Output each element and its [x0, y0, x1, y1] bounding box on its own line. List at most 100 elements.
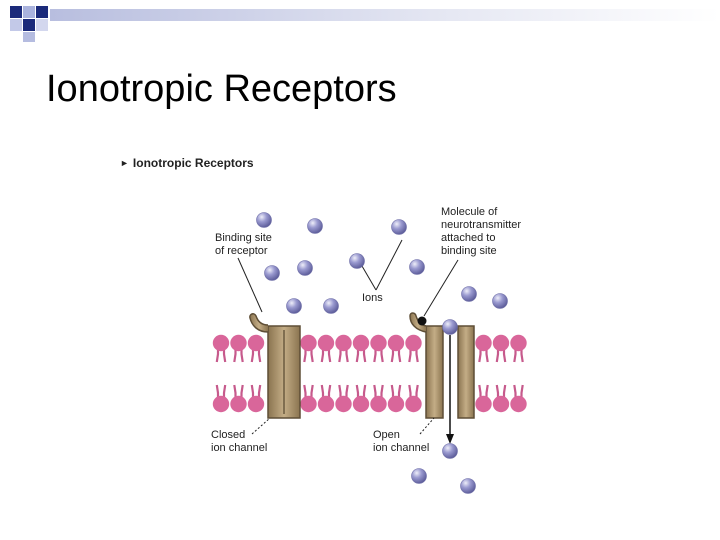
ion: [409, 259, 425, 275]
lipid-tail: [520, 349, 524, 363]
lipid-tail: [233, 384, 237, 398]
lipid-tail: [257, 384, 262, 398]
lipid-tail: [408, 384, 412, 398]
lipid-tail: [222, 349, 227, 363]
open-ion-channel: [409, 312, 475, 444]
figure-heading: ►Ionotropic Receptors: [120, 156, 254, 170]
lipid-tail: [397, 384, 402, 398]
lipid-tail: [373, 384, 377, 398]
lipid-tail: [380, 349, 384, 363]
lipid-head: [405, 334, 422, 352]
closed-binding-site: [249, 313, 269, 333]
lipid-tail: [338, 384, 342, 398]
lipid-head: [247, 334, 265, 352]
label-pointers: [237, 239, 459, 435]
lipid-tail: [310, 384, 314, 398]
lipid-tail: [415, 384, 419, 398]
lipid-head: [335, 334, 352, 352]
ion: [297, 260, 313, 276]
ion: [391, 219, 407, 235]
lipid-tail: [495, 349, 500, 363]
lipid-tail: [222, 384, 227, 398]
lipid-tail: [397, 349, 402, 363]
lipid-tail: [415, 349, 419, 363]
lipid-head: [352, 395, 370, 413]
lipid-head: [475, 395, 492, 413]
lipid-head: [247, 395, 265, 413]
binding-site-label-line: Binding site: [215, 232, 272, 244]
lipid-tail: [478, 349, 482, 363]
lipid-head: [387, 395, 405, 413]
lipid-tail: [303, 349, 307, 363]
ions-label: Ions: [362, 292, 383, 304]
lipid-tail: [355, 349, 360, 363]
lipid-head: [212, 334, 230, 352]
lipid-tail: [502, 349, 507, 363]
lipid-head: [300, 395, 317, 413]
bullet-triangle-icon: ►: [120, 158, 129, 168]
binding-site-label-line: of receptor: [215, 245, 268, 257]
lipid-head: [492, 334, 510, 352]
ion: [442, 319, 458, 335]
lipid-head: [212, 395, 230, 413]
lipid-head: [370, 334, 387, 352]
lipid-tail: [240, 384, 244, 398]
binding-site-label: Binding site of receptor: [215, 232, 272, 258]
lipid-tail: [355, 384, 360, 398]
ion: [256, 212, 272, 228]
lipid-head: [387, 334, 405, 352]
lipid-tail: [513, 384, 517, 398]
lipid-head: [510, 395, 527, 413]
lipid-tail: [502, 384, 507, 398]
lipid-tail: [257, 349, 262, 363]
lipid-tail: [345, 384, 349, 398]
neurotransmitter-label-line: attached to: [441, 232, 496, 244]
lipid-tail: [215, 384, 220, 398]
lipid-tail: [320, 349, 325, 363]
lipid-tail: [327, 349, 332, 363]
lipid-tails: [215, 349, 524, 398]
lipid-heads: [212, 334, 527, 413]
lipid-head: [370, 395, 387, 413]
lipid-tail: [513, 349, 517, 363]
lipid-tail: [240, 349, 244, 363]
lipid-tail: [390, 384, 395, 398]
lipid-tail: [303, 384, 307, 398]
lipid-tail: [390, 349, 395, 363]
neurotransmitter-label-line: binding site: [441, 245, 497, 257]
ion: [286, 298, 302, 314]
lipid-tail: [485, 349, 489, 363]
lipid-tail: [373, 349, 377, 363]
lipid-tail: [408, 349, 412, 363]
lipid-tail: [520, 384, 524, 398]
ions-group: [256, 212, 508, 494]
lipid-tail: [345, 349, 349, 363]
closed-ion-channel: [249, 313, 301, 419]
lipid-head: [317, 334, 335, 352]
ion: [349, 253, 365, 269]
lipid-tail: [215, 349, 220, 363]
lipid-head: [317, 395, 335, 413]
lipid-head: [352, 334, 370, 352]
lipid-tail: [495, 384, 500, 398]
figure-heading-text: Ionotropic Receptors: [132, 156, 254, 170]
ion: [492, 293, 508, 309]
open-channel-label-line: ion channel: [373, 442, 430, 454]
ion: [264, 265, 280, 281]
ion-flow-arrowhead: [446, 434, 454, 444]
neurotransmitter-label-line: Molecule of: [441, 206, 498, 218]
lipid-tail: [362, 384, 367, 398]
lipid-tail: [320, 384, 325, 398]
neurotransmitter-label-line: neurotransmitter: [441, 219, 522, 231]
neurotransmitter-label: Molecule of neurotransmitter attached to…: [441, 206, 521, 258]
ion: [461, 286, 477, 302]
ion: [323, 298, 339, 314]
closed-channel-label-line: Closed: [211, 429, 246, 441]
lipid-tail: [478, 384, 482, 398]
lipid-tail: [250, 384, 255, 398]
ion: [460, 478, 476, 494]
closed-channel-label-line: ion channel: [211, 442, 268, 454]
lipid-head: [230, 395, 247, 413]
lipid-tail: [233, 349, 237, 363]
header-gradient-bar: [50, 9, 720, 21]
